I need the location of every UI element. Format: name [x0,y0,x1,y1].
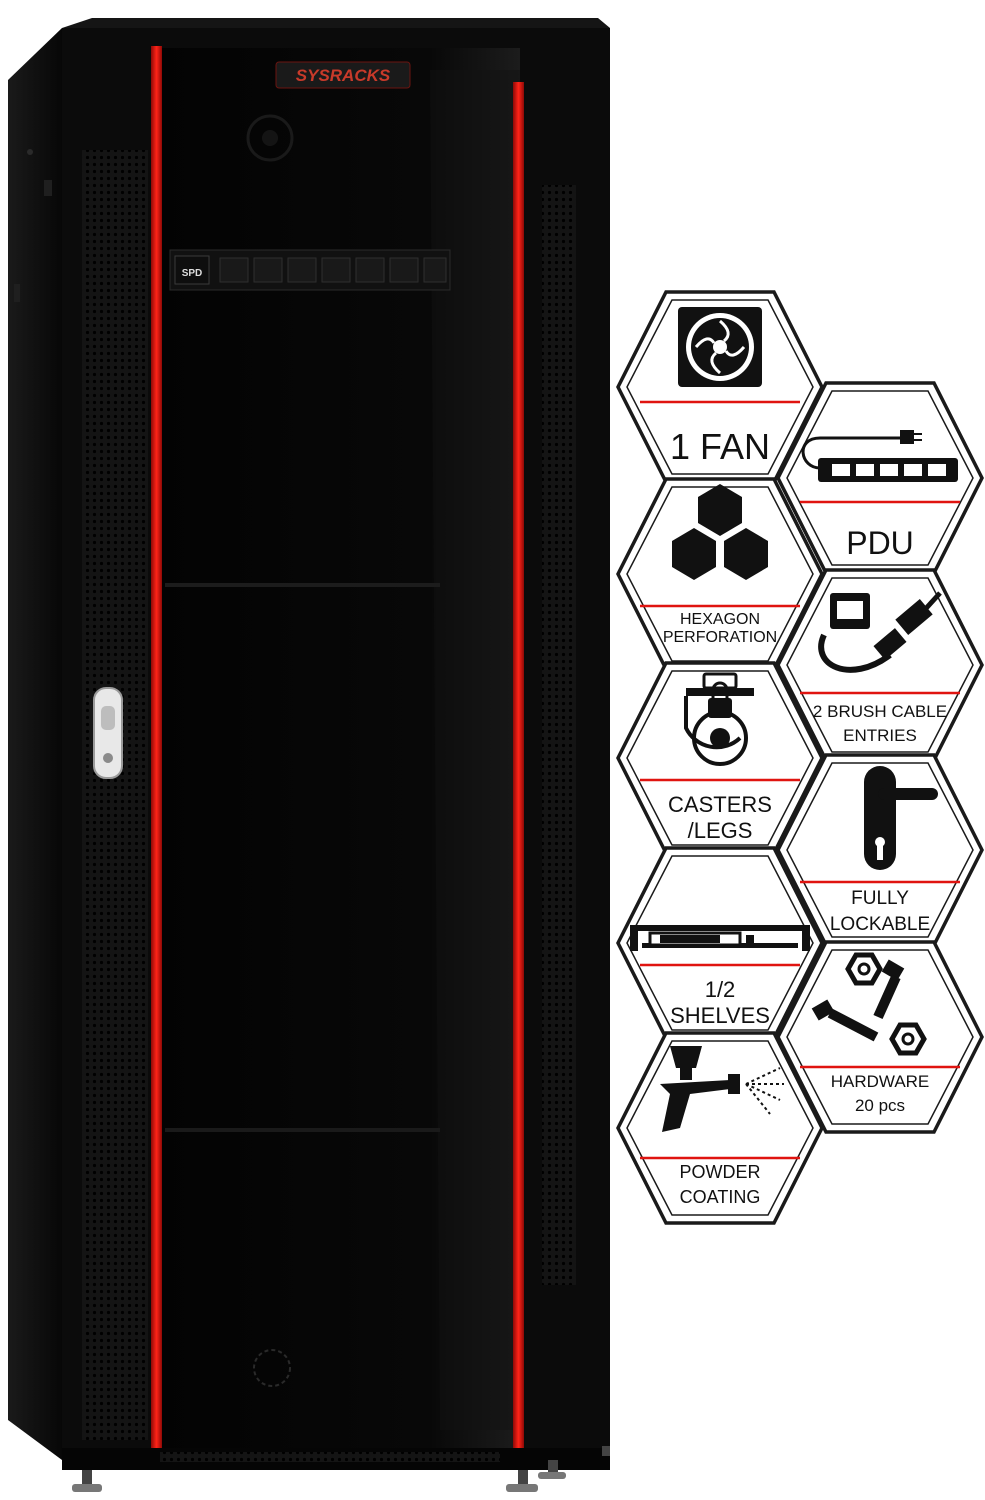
feature-label: /LEGS [688,818,753,843]
feature-badge-hardware: HARDWARE 20 pcs [776,940,984,1134]
feature-label: HEXAGON [680,611,760,628]
feature-badge-fan: 1 FAN [616,290,824,484]
power-strip-icon [801,430,958,482]
feature-label: PDU [846,525,914,561]
feature-badge-pdu: PDU [776,381,984,575]
feature-label: PERFORATION [663,629,777,646]
network-cable-icon [818,591,942,673]
feature-label: 1 FAN [670,426,770,467]
feature-label: ENTRIES [843,726,917,745]
feature-badge-lockable: FULLY LOCKABLE [776,753,984,947]
feature-label: FULLY [851,888,909,909]
feature-badge-shelves: 1/2 SHELVES [616,846,824,1040]
brand-logo: SYSRACKS [275,61,411,89]
hexagon-perforation-icon [672,484,768,580]
feature-label: SHELVES [670,1003,770,1028]
fan-icon [678,307,762,387]
bottom-vent [253,1349,291,1387]
top-panel [62,18,610,28]
pdu-label: SPD [182,268,203,279]
feature-label: LOCKABLE [830,914,930,935]
hex-perforation-left [82,150,148,1440]
door-handle [93,687,123,779]
leveling-feet [72,1446,610,1492]
feature-label: HARDWARE [831,1072,930,1091]
feature-label: 2 BRUSH CABLE [813,702,947,721]
hex-perforation-right [542,185,576,1285]
red-trim-left [151,46,162,1458]
side-panel [8,28,62,1460]
red-trim-right [513,82,524,1458]
feature-label: 20 pcs [855,1096,905,1115]
feature-label: COATING [680,1187,761,1207]
feature-label: CASTERS [668,792,772,817]
server-rack-cabinet: SPD SYSRACKS [8,18,610,1492]
brand-name: SYSRACKS [296,66,391,85]
screws-nuts-icon [811,952,927,1056]
feature-badge-powder-coating: POWDER COATING [616,1031,824,1225]
feature-badge-cable-entries: 2 BRUSH CABLE ENTRIES [776,568,984,762]
feature-label: 1/2 [705,977,736,1002]
feature-badge-casters: CASTERS /LEGS [616,661,824,855]
door-lock-icon [864,766,938,870]
caster-icon [684,672,754,766]
fan-inside [246,114,294,162]
spray-gun-icon [660,1046,784,1132]
feature-label: POWDER [680,1162,761,1182]
pdu-inside: SPD [169,249,451,291]
feature-badge-hexagon-perforation: HEXAGON PERFORATION [616,477,824,671]
shelf-icon [630,925,810,951]
